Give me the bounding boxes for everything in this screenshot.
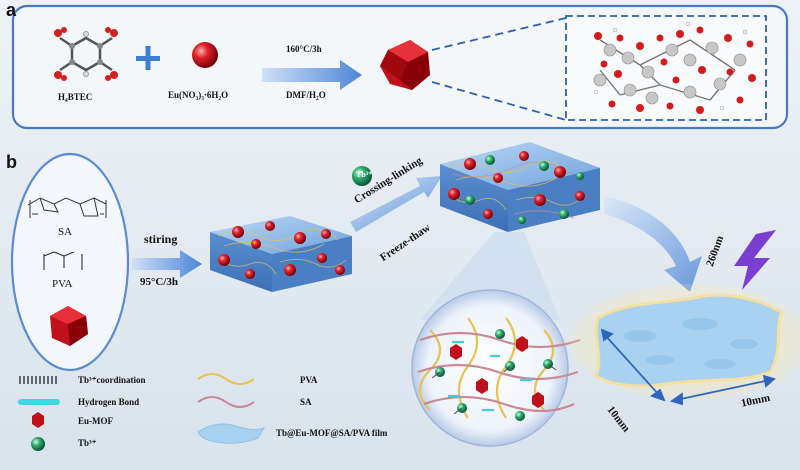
tb-badge-sphere (352, 166, 372, 186)
legend-sa: SA (300, 397, 312, 407)
tb-badge-label: Tb³⁺ (356, 170, 373, 179)
film-formation-arrow (604, 196, 702, 292)
legend-eu-mof: Eu-MOF (78, 416, 113, 426)
condition-temperature: 160°C/3h (286, 44, 322, 54)
legend-tb-coordination: Tb³⁺coordination (78, 375, 146, 385)
h4btec-molecule (54, 27, 118, 81)
legend-pva: PVA (300, 375, 318, 385)
panel-a-letter: a (6, 0, 17, 20)
tb-eu-mof-film (594, 293, 784, 388)
eu-salt-label: Eu(NO₃)₃·6H₂O (168, 90, 229, 100)
pva-structure (43, 251, 83, 270)
legend-hydrogen-bond: Hydrogen Bond (78, 397, 140, 407)
film-texture (624, 318, 758, 369)
legend-film: Tb@Eu-MOF@SA/PVA film (276, 428, 388, 438)
zoom-line-bottom (431, 81, 567, 121)
crosslink-arrow (350, 176, 442, 232)
legend-tb: Tb³⁺ (78, 438, 97, 448)
stirring-arrow (132, 250, 202, 278)
plus-sign (136, 46, 160, 70)
zoom-circle (411, 289, 569, 447)
sa-label: SA (58, 226, 73, 238)
stirring-label: stiring (144, 232, 178, 246)
condition-solvent: DMF/H₂O (286, 90, 326, 100)
synthesis-arrow (262, 60, 362, 90)
crystal-structure (593, 21, 756, 114)
ellipse-eu-mof (50, 306, 88, 346)
eu-mof-crystal (380, 40, 430, 90)
hydrogel-block-2 (440, 142, 600, 232)
panel-b-letter: b (6, 152, 17, 172)
zoom-network (417, 317, 581, 421)
components-ellipse (10, 152, 130, 372)
legend-symbols (18, 373, 266, 451)
eu-salt-sphere (192, 42, 218, 68)
zoom-line-top (431, 17, 567, 51)
uv-lightning-icon (734, 230, 776, 290)
h4btec-label: H₄BTEC (58, 92, 93, 102)
stirring-condition: 95°C/3h (140, 276, 179, 288)
pva-label: PVA (52, 278, 73, 290)
dimension-arrows (600, 328, 776, 406)
sa-structure (27, 197, 107, 218)
hydrogel-block-1 (210, 216, 352, 292)
crystal-structure-box (565, 15, 767, 121)
